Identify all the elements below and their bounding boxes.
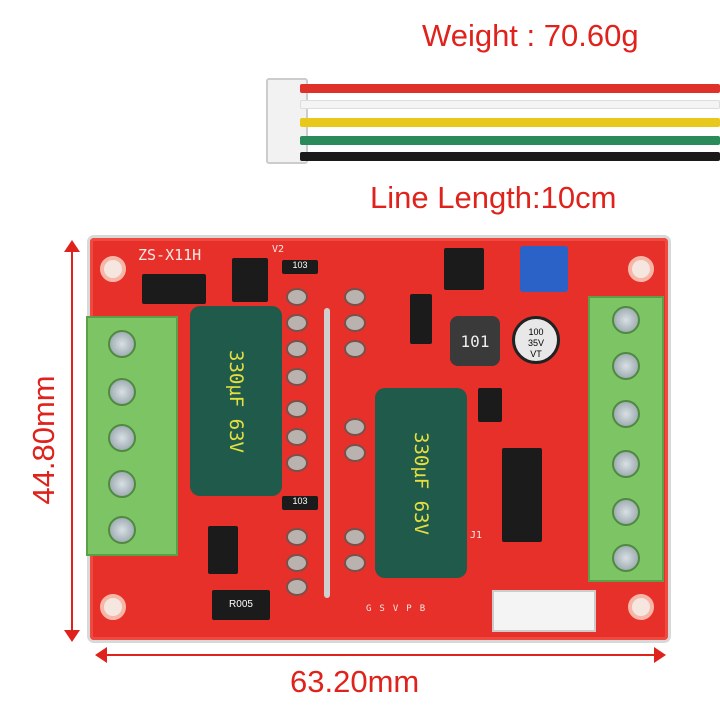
small-capacitor: 100 35V VT bbox=[512, 316, 560, 364]
driver-ic bbox=[502, 448, 542, 542]
pcb-board: ZS-X11H V2 103 103 330µF 63V 330µF 63V 1… bbox=[86, 238, 668, 640]
model-label: ZS-X11H bbox=[138, 246, 202, 264]
screw[interactable] bbox=[108, 330, 136, 358]
mosfet-pad bbox=[286, 368, 308, 386]
screw[interactable] bbox=[612, 498, 640, 526]
mosfet-pad bbox=[286, 554, 308, 572]
screw[interactable] bbox=[612, 306, 640, 334]
weight-label: Weight : 70.60g bbox=[422, 18, 639, 53]
pin-g: G bbox=[366, 604, 372, 614]
screw[interactable] bbox=[108, 516, 136, 544]
arrow-down-icon bbox=[64, 630, 80, 642]
mount-hole bbox=[100, 594, 126, 620]
mosfet-pad bbox=[344, 288, 366, 306]
width-label: 63.20mm bbox=[290, 664, 420, 699]
mount-hole bbox=[628, 256, 654, 282]
screw[interactable] bbox=[612, 544, 640, 572]
mosfet-pad bbox=[344, 528, 366, 546]
potentiometer[interactable] bbox=[520, 246, 568, 292]
arrow-up-icon bbox=[64, 240, 80, 252]
capacitor: 330µF 63V bbox=[190, 306, 282, 496]
cap-value: 100 bbox=[528, 327, 544, 337]
screw[interactable] bbox=[612, 352, 640, 380]
right-terminal-block bbox=[588, 296, 664, 582]
wire-white bbox=[300, 100, 720, 109]
screw[interactable] bbox=[108, 470, 136, 498]
diode bbox=[410, 294, 432, 344]
resistor: 103 bbox=[282, 496, 318, 510]
pin-s: S bbox=[379, 604, 385, 614]
width-arrow-line bbox=[104, 654, 656, 656]
mosfet-pad bbox=[286, 340, 308, 358]
resistor: 103 bbox=[282, 260, 318, 274]
wire-black bbox=[300, 152, 720, 161]
screw[interactable] bbox=[108, 378, 136, 406]
pin-b: B bbox=[419, 604, 426, 614]
mosfet-pad bbox=[344, 444, 366, 462]
wire-yellow bbox=[300, 118, 720, 127]
wire-red bbox=[300, 84, 720, 93]
mosfet-pad bbox=[344, 314, 366, 332]
diode bbox=[232, 258, 268, 302]
signal-pins: G S V P B bbox=[366, 604, 425, 614]
screw[interactable] bbox=[612, 450, 640, 478]
mount-hole bbox=[628, 594, 654, 620]
heatsink-bar bbox=[324, 308, 330, 598]
capacitor: 330µF 63V bbox=[375, 388, 467, 578]
transistor bbox=[478, 388, 502, 422]
mosfet-pad bbox=[344, 418, 366, 436]
left-terminal-block bbox=[86, 316, 178, 556]
regulator bbox=[208, 526, 238, 574]
height-label: 44.80mm bbox=[26, 375, 61, 505]
pin-v: V bbox=[392, 604, 399, 614]
mosfet-pad bbox=[286, 400, 308, 418]
mount-hole bbox=[100, 256, 126, 282]
ic-chip bbox=[444, 248, 484, 290]
screw[interactable] bbox=[108, 424, 136, 452]
pin-p: P bbox=[406, 604, 412, 614]
diode bbox=[142, 274, 206, 304]
wire-green bbox=[300, 136, 720, 145]
cap-voltage: 35V bbox=[527, 338, 544, 348]
mosfet-pad bbox=[286, 428, 308, 446]
cap-series: VT bbox=[530, 349, 542, 359]
mosfet-pad bbox=[344, 340, 366, 358]
connector-label: J1 bbox=[470, 530, 483, 541]
mosfet-pad bbox=[286, 454, 308, 472]
screw[interactable] bbox=[612, 400, 640, 428]
inductor: 101 bbox=[450, 316, 500, 366]
line-length-label: Line Length:10cm bbox=[370, 180, 617, 215]
arrow-right-icon bbox=[654, 647, 666, 663]
mosfet-pad bbox=[286, 578, 308, 596]
shunt-resistor: R005 bbox=[212, 590, 270, 620]
mosfet-pad bbox=[286, 288, 308, 306]
mosfet-pad bbox=[286, 528, 308, 546]
arrow-left-icon bbox=[95, 647, 107, 663]
mosfet-pad bbox=[286, 314, 308, 332]
mosfet-pad bbox=[344, 554, 366, 572]
hall-connector bbox=[492, 590, 596, 632]
height-arrow-line bbox=[71, 248, 73, 634]
version-label: V2 bbox=[272, 244, 285, 255]
